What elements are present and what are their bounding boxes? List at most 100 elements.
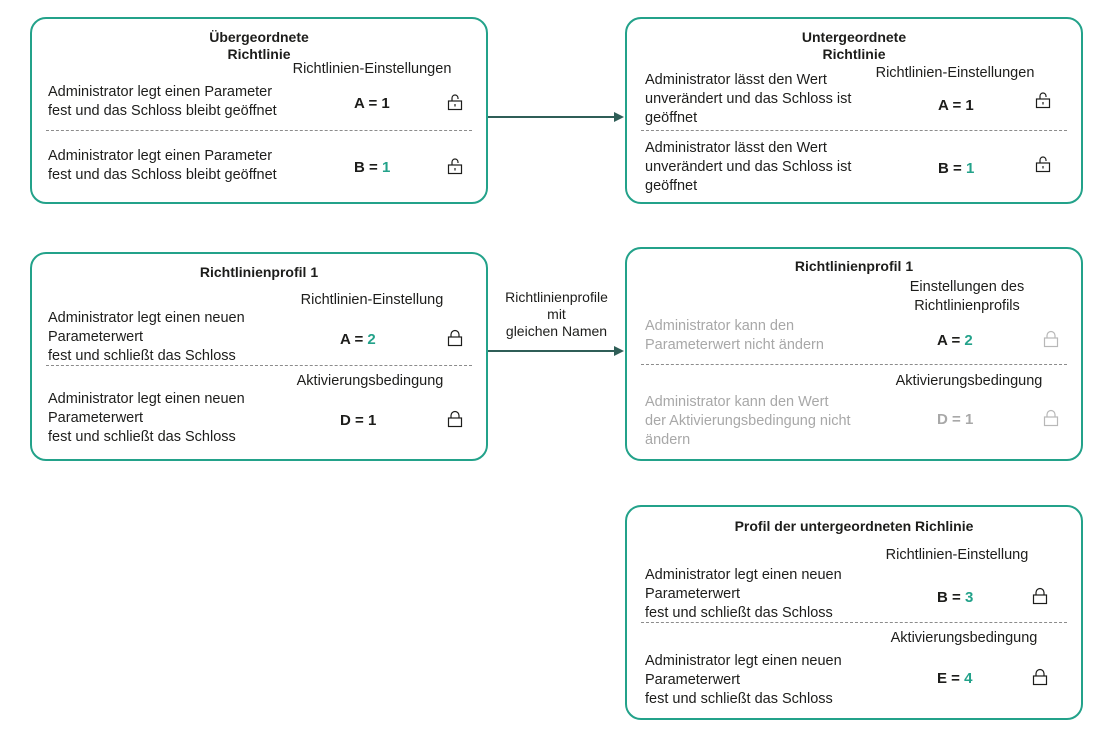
row-description: Administrator kann den Parameterwert nic… [645,317,824,355]
divider [46,130,472,131]
box-title: Untergeordnete Richtlinie [627,29,1081,63]
parameter-value: D = 1 [937,410,973,429]
header-line: Einstellungen des [909,279,1025,295]
text-line: fest und das Schloss bleibt geöffnet [48,167,277,183]
row-description: Administrator kann den Wert der Aktivier… [645,393,851,450]
unlocked-lock-icon [446,93,464,111]
value-key: A = [354,95,382,112]
value-key: B = [937,589,965,606]
row-description: Administrator lässt den Wert unverändert… [645,71,851,128]
column-header: Aktivierungsbedingung [296,373,444,389]
row-description: Administrator legt einen neuen Parameter… [645,566,842,623]
title-line-1: Untergeordnete [801,29,907,45]
column-header: Aktivierungsbedingung [895,373,1043,389]
unlocked-lock-icon [1034,155,1052,173]
text-line: Administrator legt einen neuen [48,310,245,326]
text-line: unverändert und das Schloss ist [645,159,852,175]
text-line: Administrator legt einen Parameter [48,84,273,100]
title-line-1: Übergeordnete [209,29,309,45]
value-number: 1 [367,412,377,429]
value-number: 1 [965,160,975,177]
text-line: Administrator legt einen neuen [645,567,842,583]
text-line: Administrator legt einen neuen [645,653,842,669]
parameter-value: E = 4 [937,669,972,688]
text-line: Administrator lässt den Wert [645,72,827,88]
inheritance-arrow [488,112,624,122]
column-header: Aktivierungsbedingung [890,630,1038,646]
row-description: Administrator legt einen neuen Parameter… [48,309,245,366]
divider [641,622,1067,623]
column-header: Richtlinien-Einstellungen [875,65,1035,81]
text-line: Parameterwert nicht ändern [645,337,824,353]
value-key: B = [938,160,966,177]
column-header: Richtlinien-Einstellungen [292,61,452,77]
text-line: Administrator kann den [645,318,795,334]
value-number: 4 [964,670,973,687]
text-line: fest und schließt das Schloss [645,605,833,621]
locked-lock-icon [1031,668,1049,686]
text-line: fest und schließt das Schloss [48,348,236,364]
parameter-value: D = 1 [340,411,376,430]
arrow-label-line: mit [547,306,566,322]
divider [641,364,1067,365]
title-line-2: Richtlinie [822,46,886,62]
row-description: Administrator legt einen Parameter fest … [48,147,277,185]
text-line: Administrator kann den Wert [645,394,829,410]
parameter-value: A = 2 [340,330,376,349]
parameter-value: A = 2 [937,331,973,350]
row-description: Administrator legt einen Parameter fest … [48,83,277,121]
text-line: fest und das Schloss bleibt geöffnet [48,103,277,119]
unlocked-lock-icon [446,157,464,175]
text-line: Parameterwert [645,586,741,602]
text-line: geöffnet [645,110,698,126]
locked-lock-icon [1042,409,1060,427]
divider [641,130,1067,131]
parameter-value: A = 1 [354,94,390,113]
title-line-2: Richtlinie [227,46,291,62]
locked-lock-icon [446,329,464,347]
value-key: B = [354,159,382,176]
box-title: Profil der untergeordneten Richlinie [734,518,974,534]
value-number: 1 [381,159,391,176]
column-header: Richtlinien-Einstellung [885,547,1029,563]
text-line: Parameterwert [48,410,144,426]
locked-lock-icon [446,410,464,428]
text-line: fest und schließt das Schloss [645,691,833,707]
profile-mapping-arrow [488,346,624,356]
value-key: A = [340,331,368,348]
arrow-label-line: gleichen Namen [505,323,608,339]
text-line: fest und schließt das Schloss [48,429,236,445]
locked-lock-icon [1042,330,1060,348]
parameter-value: B = 3 [937,588,973,607]
arrow-label: Richtlinienprofile mit gleichen Namen [488,289,625,340]
column-header: Richtlinien-Einstellung [300,292,444,308]
text-line: unverändert und das Schloss ist [645,91,852,107]
locked-lock-icon [1031,587,1049,605]
divider [46,365,472,366]
value-number: 2 [367,331,376,348]
text-line: der Aktivierungsbedingung nicht [645,413,851,429]
value-number: 2 [964,332,973,349]
parent-policy-box: Übergeordnete Richtlinie Richtlinien-Ein… [30,17,488,204]
value-key: E = [937,670,965,687]
box-title: Richtlinienprofil 1 [794,258,914,274]
text-line: Administrator lässt den Wert [645,140,827,156]
parameter-value: B = 1 [354,158,390,177]
value-key: A = [938,97,966,114]
unlocked-lock-icon [1034,91,1052,109]
row-description: Administrator lässt den Wert unverändert… [645,139,851,196]
text-line: Administrator legt einen neuen [48,391,245,407]
child-policy-profile-box: Profil der untergeordneten Richlinie Ric… [625,505,1083,720]
value-number: 1 [964,411,974,428]
arrow-label-line: Richtlinienprofile [505,289,608,305]
parameter-value: B = 1 [938,159,974,178]
child-policy-box: Untergeordnete Richtlinie Richtlinien-Ei… [625,17,1083,204]
text-line: ändern [645,432,691,448]
text-line: geöffnet [645,178,698,194]
text-line: Parameterwert [645,672,741,688]
value-number: 3 [964,589,974,606]
header-line: Richtlinienprofils [914,298,1020,314]
policy-profile-box: Richtlinienprofil 1 Richtlinien-Einstell… [30,252,488,461]
value-key: D = [340,412,368,429]
value-number: 1 [381,95,390,112]
